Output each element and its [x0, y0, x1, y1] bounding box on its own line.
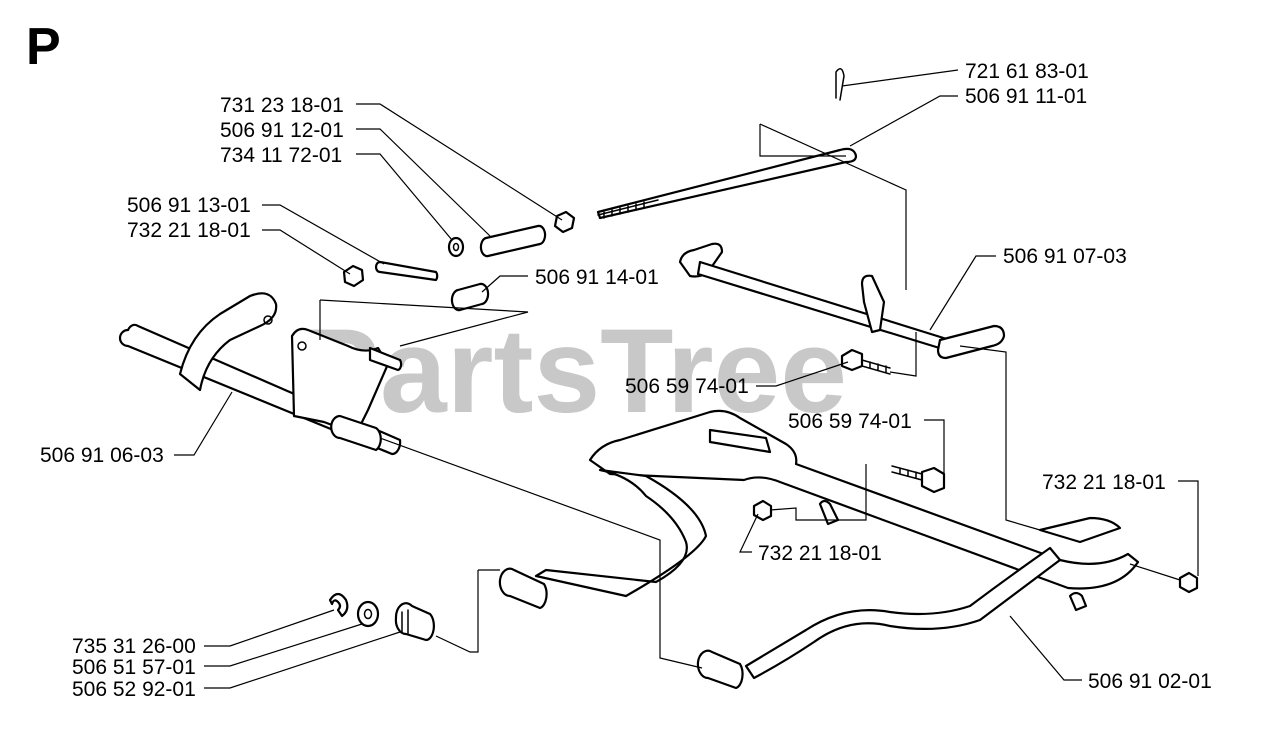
frame-sleeve-bottom-part[interactable] — [696, 649, 744, 690]
hex-nut-left-part[interactable] — [342, 264, 365, 288]
watermark: PartsTree — [300, 304, 847, 438]
pin-part[interactable] — [374, 260, 439, 282]
leader-lines — [174, 69, 1199, 689]
frame-sleeve-left-part[interactable] — [498, 567, 548, 610]
label-506-91-07-03[interactable]: 506 91 07-03 — [1003, 245, 1127, 268]
label-732-21-18-01-top[interactable]: 732 21 18-01 — [127, 219, 251, 242]
hex-nut-center-part[interactable] — [752, 499, 773, 522]
label-735-31-26-00[interactable]: 735 31 26-00 — [72, 635, 196, 658]
label-721-61-83-01[interactable]: 721 61 83-01 — [965, 60, 1089, 83]
part-labels: 721 61 83-01 506 91 11-01 731 23 18-01 5… — [40, 60, 1212, 701]
label-506-91-13-01[interactable]: 506 91 13-01 — [127, 194, 251, 217]
label-506-59-74-01-left[interactable]: 506 59 74-01 — [625, 375, 749, 398]
label-506-59-74-01-right[interactable]: 506 59 74-01 — [788, 410, 912, 433]
spacer-tube-part[interactable] — [479, 224, 547, 258]
hex-bolt-right-part[interactable] — [891, 465, 946, 494]
label-506-91-02-01[interactable]: 506 91 02-01 — [1088, 670, 1212, 693]
main-frame-part[interactable] — [534, 409, 1140, 680]
control-rod-part[interactable] — [596, 147, 858, 220]
shoulder-bolt-part[interactable] — [840, 348, 891, 375]
left-rocker-shaft-part[interactable] — [118, 292, 403, 456]
hex-nut-right-part[interactable] — [1178, 571, 1199, 594]
label-506-91-12-01[interactable]: 506 91 12-01 — [220, 119, 344, 142]
bushing-part[interactable] — [450, 282, 490, 312]
flat-washer-part[interactable] — [356, 600, 380, 628]
label-732-21-18-01-center[interactable]: 732 21 18-01 — [758, 542, 882, 565]
label-734-11-72-01[interactable]: 734 11 72-01 — [220, 144, 342, 167]
right-cross-shaft-part[interactable] — [678, 242, 1006, 360]
label-506-91-06-03[interactable]: 506 91 06-03 — [40, 444, 164, 467]
label-506-51-57-01[interactable]: 506 51 57-01 — [72, 656, 196, 679]
circlip-part[interactable] — [328, 592, 349, 618]
section-letter: P — [26, 18, 61, 76]
cotter-pin-part[interactable] — [835, 68, 845, 101]
washer-part[interactable] — [447, 236, 465, 258]
label-731-23-18-01[interactable]: 731 23 18-01 — [220, 94, 344, 117]
label-506-91-11-01[interactable]: 506 91 11-01 — [965, 85, 1087, 108]
label-506-52-92-01[interactable]: 506 52 92-01 — [72, 678, 196, 701]
label-506-91-14-01[interactable]: 506 91 14-01 — [535, 266, 659, 289]
label-732-21-18-01-right[interactable]: 732 21 18-01 — [1042, 471, 1166, 494]
grooved-bushing-part[interactable] — [394, 602, 435, 642]
lock-nut-part[interactable] — [553, 210, 576, 234]
